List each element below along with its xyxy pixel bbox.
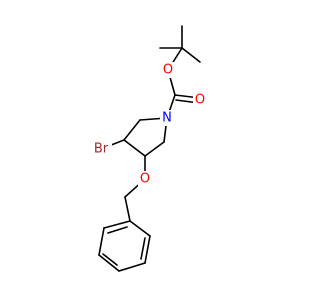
bond-c3-c4 <box>123 139 146 157</box>
bond-phenyl-6-1 <box>103 220 131 229</box>
bond-phenyl-3-4 <box>118 262 146 272</box>
bond-ch2-phenyl <box>124 196 131 222</box>
bromine-label-bg <box>90 141 112 157</box>
bond-c2-c3 <box>123 119 141 141</box>
bond-phenyl-4-5 <box>98 254 120 272</box>
ether-oxygen-label-bg <box>138 171 152 187</box>
bond-phenyl-inner-a <box>140 237 146 260</box>
ester-oxygen-label-bg <box>161 62 175 78</box>
nitrogen-label-bg <box>160 110 174 126</box>
carbonyl-oxygen-label: O <box>195 93 205 108</box>
bond-layer <box>98 25 201 272</box>
bond-phenyl-5-6 <box>98 227 105 256</box>
bond-phenyl-inner-c <box>107 226 128 234</box>
bond-phenyl-1-2 <box>129 220 151 237</box>
bond-tbu-quaternary-methyl-right <box>181 47 201 63</box>
carbonyl-oxygen-label-bg <box>193 92 207 108</box>
ester-oxygen-label: O <box>163 63 173 78</box>
bond-c4-c5 <box>144 141 165 157</box>
ether-oxygen-label: O <box>140 172 150 187</box>
atom-label-layer: O O N Br O <box>90 62 207 187</box>
molecule-diagram: O O N Br O <box>90 25 207 272</box>
nitrogen-label: N <box>162 111 172 126</box>
bond-phenyl-inner-b <box>102 253 118 266</box>
bond-phenyl-2-3 <box>144 235 151 264</box>
bromine-label: Br <box>94 142 109 157</box>
